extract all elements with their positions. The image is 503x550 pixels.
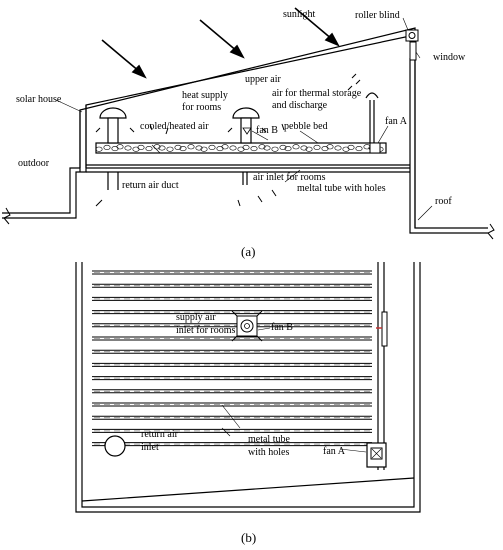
plan-frame-inner: [81, 262, 415, 508]
vent-left: [99, 107, 127, 144]
riser-cap: [365, 92, 379, 99]
metal-tube: [92, 336, 372, 341]
caption-b: (b): [241, 530, 256, 545]
plan-window: [381, 311, 388, 347]
floor-slab: [86, 164, 410, 173]
metal-tube: [92, 270, 372, 275]
roller-blind: [405, 29, 419, 42]
label-air-thermal-1: air for thermal storage: [272, 88, 362, 99]
label-window: window: [433, 52, 466, 63]
metal-tube: [92, 349, 372, 354]
fan-a-box: [369, 142, 381, 154]
figure-a-section: sunlight roller blind window solar house…: [2, 7, 495, 259]
label-fan-a-a: fan A: [385, 116, 408, 127]
inlet-duct: [242, 172, 248, 185]
metal-tube: [92, 442, 372, 447]
label-roof: roof: [435, 196, 452, 207]
label-fan-a-plan: fan A: [323, 446, 346, 457]
airflow-marks: [95, 73, 361, 207]
right-wall: [409, 58, 488, 234]
label-return-air-1: return air: [141, 429, 179, 440]
sunlight-arrows: [101, 7, 340, 79]
label-fan-b-a: fan B: [256, 125, 278, 136]
plan-duct: [377, 262, 385, 470]
metal-tubes: [92, 270, 372, 447]
break-mark-left: [3, 207, 11, 225]
label-outdoor: outdoor: [18, 158, 50, 169]
label-roller-blind: roller blind: [355, 10, 400, 21]
riser-pipe: [369, 100, 375, 143]
fan-b-plan: [231, 310, 263, 342]
label-metal-tube: meltal tube with holes: [297, 183, 386, 194]
window: [409, 41, 417, 61]
metal-tube: [92, 389, 372, 394]
metal-tube: [92, 310, 372, 315]
return-duct: [107, 172, 119, 190]
label-upper-air: upper air: [245, 74, 281, 85]
outer-wall-left: [79, 105, 87, 172]
label-return-air-2: inlet: [141, 442, 159, 453]
label-heat-supply-2: for rooms: [182, 102, 221, 113]
label-fan-b-plan: fan B: [271, 322, 293, 333]
label-air-thermal-2: and discharge: [272, 100, 328, 111]
label-return-air-duct: return air duct: [122, 180, 179, 191]
label-solar-house: solar house: [16, 94, 62, 105]
pebble-bed-texture: [95, 144, 384, 152]
caption-a: (a): [241, 244, 255, 259]
fan-a-plan: [366, 442, 387, 468]
plan-frame: [75, 262, 421, 513]
metal-tube: [92, 283, 372, 288]
break-mark-right: [487, 223, 495, 240]
leader-lines: [55, 17, 433, 221]
metal-tube: [92, 296, 372, 301]
metal-tube: [92, 402, 372, 407]
metal-tube: [92, 362, 372, 367]
label-pebble-bed: pebble bed: [284, 121, 328, 132]
label-heat-supply-1: heat supply: [182, 90, 228, 101]
metal-tube: [92, 428, 372, 433]
leader-lines-b: [221, 327, 367, 453]
plan-slope: [81, 477, 415, 502]
label-air-inlet-rooms: air inlet for rooms: [253, 172, 326, 183]
label-cooled-heated-air: cooled/heated air: [140, 121, 209, 132]
metal-tube: [92, 376, 372, 381]
return-air-inlet: [104, 435, 126, 457]
label-sunlight: sunlight: [283, 9, 315, 20]
metal-tube: [92, 323, 372, 328]
label-supply-air-1: supply air: [176, 312, 216, 323]
label-metal-tube-1: metal tube: [248, 434, 290, 445]
metal-tube: [92, 415, 372, 420]
figure-b-plan: supply air inlet for rooms fan B return …: [75, 262, 421, 545]
label-supply-air-2: inlet for rooms: [176, 325, 236, 336]
fan-b-marker: [242, 127, 252, 135]
label-metal-tube-2: with holes: [248, 447, 289, 458]
